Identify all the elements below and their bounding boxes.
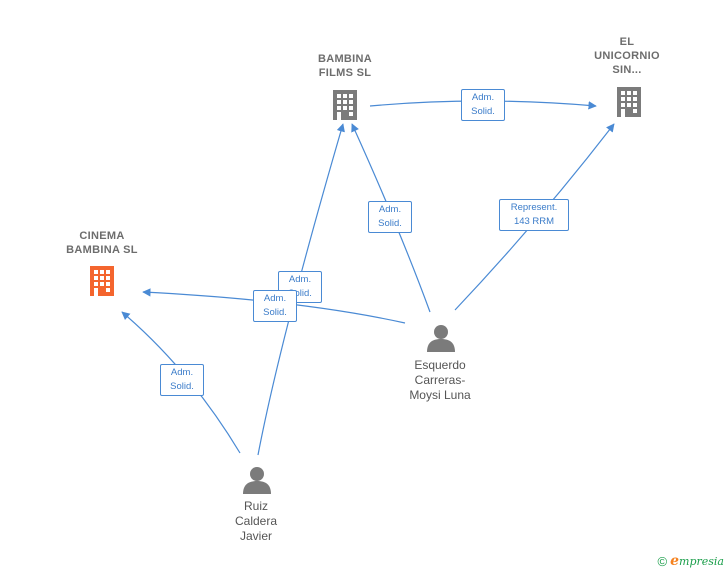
edge-label-films-unicornio: Adm. Solid. bbox=[461, 89, 505, 121]
edge-label-esquerdo-cinema: Adm. Solid. bbox=[253, 290, 297, 322]
building-icon-el-unicornio[interactable] bbox=[617, 87, 641, 117]
node-label-bambina-films[interactable]: BAMBINA FILMS SL bbox=[317, 53, 373, 79]
node-label-esquerdo[interactable]: Esquerdo Carreras- Moysi Luna bbox=[409, 358, 471, 402]
node-label-cinema-bambina[interactable]: CINEMA BAMBINA SL bbox=[66, 230, 138, 256]
node-label-el-unicornio[interactable]: EL UNICORNIO SIN... bbox=[594, 36, 660, 76]
person-icon-esquerdo[interactable] bbox=[427, 325, 455, 352]
person-icon-ruiz[interactable] bbox=[243, 467, 271, 494]
brand-logo: empresia bbox=[670, 553, 724, 569]
building-icon-cinema-bambina[interactable] bbox=[90, 266, 114, 296]
building-icon-bambina-films[interactable] bbox=[333, 90, 357, 120]
node-label-ruiz[interactable]: Ruiz Caldera Javier bbox=[234, 499, 278, 543]
edge-label-esquerdo-unicornio: Represent. 143 RRM bbox=[499, 199, 569, 231]
edge-label-esquerdo-films: Adm. Solid. bbox=[368, 201, 412, 233]
copyright-icon: © bbox=[657, 553, 668, 569]
edge-label-ruiz-cinema: Adm. Solid. bbox=[160, 364, 204, 396]
edge-label-ruiz-films: Adm. Solid. bbox=[278, 271, 322, 303]
footer-brand: © empresia bbox=[658, 553, 724, 569]
